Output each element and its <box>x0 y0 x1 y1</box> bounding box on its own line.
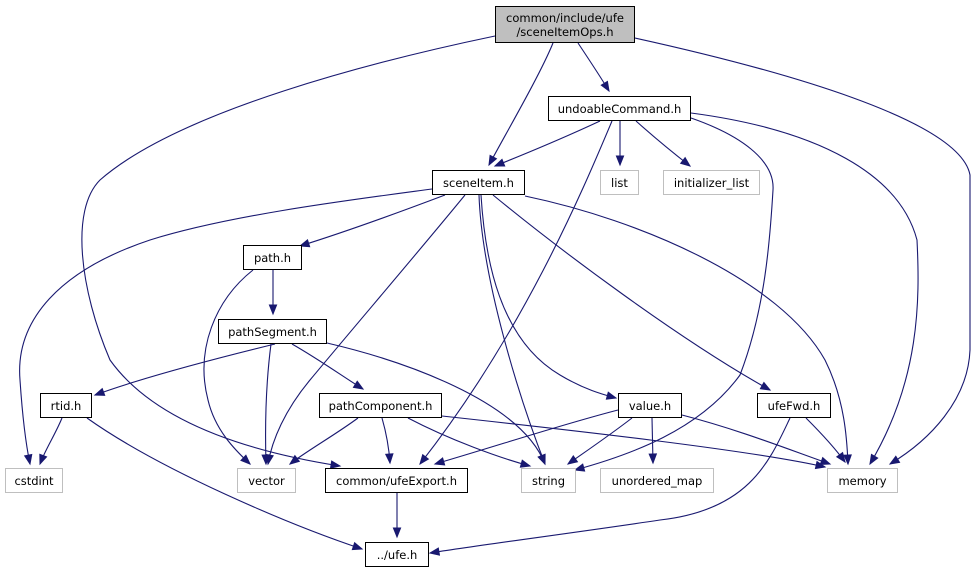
arrowhead-value-to-ufeExport <box>433 457 446 466</box>
arrowhead-sceneItem-to-ufeFwd <box>759 381 772 391</box>
node-value-h[interactable]: value.h <box>618 393 682 418</box>
arrowhead-undoableCommand-to-list <box>615 155 625 167</box>
edge-root-to-sceneItem <box>488 42 554 166</box>
node-sceneItemOps-h: common/include/ufe /sceneItemOps.h <box>495 6 635 43</box>
arrowhead-pathSegment-to-string <box>537 453 546 466</box>
arrowhead-pathComponent-to-string <box>519 459 532 468</box>
node-pathSegment-h[interactable]: pathSegment.h <box>218 319 327 344</box>
arrowhead-root-to-ufeExport <box>329 460 342 469</box>
edge-root-to-ufeExport <box>81 35 496 467</box>
edge-sceneItem-to-memory <box>524 195 849 465</box>
arrowhead-pathSegment-to-pathComponent <box>352 380 365 390</box>
arrowhead-path-to-vector <box>240 454 251 465</box>
node-vector: vector <box>237 468 296 493</box>
arrowhead-undoableCommand-to-memory <box>869 453 879 466</box>
edge-pathComponent-to-string <box>407 417 531 467</box>
edge-undoableCommand-to-memory <box>690 112 919 465</box>
edge-undoableCommand-to-ufeExport <box>419 120 613 465</box>
edge-root-to-memory <box>634 37 971 465</box>
arrowhead-undoableCommand-to-string <box>573 463 586 472</box>
arrowhead-root-to-sceneItem <box>488 154 498 167</box>
arrowhead-ufeExport-to-ufe <box>392 527 402 539</box>
edge-value-to-ufeExport <box>434 409 619 465</box>
arrowhead-value-to-memory <box>819 456 832 465</box>
edge-value-to-memory <box>681 414 831 465</box>
arrowhead-ufeFwd-to-memory <box>835 451 846 464</box>
node-list: list <box>600 170 639 195</box>
node-ufeFwd-h[interactable]: ufeFwd.h <box>757 393 831 418</box>
arrowhead-root-to-memory <box>888 455 901 465</box>
arrowhead-pathComponent-to-ufeExport <box>384 453 394 465</box>
edge-undoableCommand-to-sceneItem <box>494 120 601 167</box>
node-ufeExport-h[interactable]: common/ufeExport.h <box>325 468 468 493</box>
edge-sceneItem-to-path <box>299 194 446 247</box>
node-string: string <box>521 468 576 493</box>
arrowhead-rtid-to-ufe <box>351 541 364 551</box>
arrowhead-pathComponent-to-vector <box>288 454 301 465</box>
arrowhead-sceneItem-to-cstdint <box>23 453 33 466</box>
arrowhead-sceneItem-to-value <box>605 391 618 400</box>
node-unordered-map: unordered_map <box>600 468 714 493</box>
arrowhead-path-to-pathSegment <box>268 304 278 316</box>
edge-undoableCommand-to-string <box>574 117 774 471</box>
arrowhead-undoableCommand-to-ufeExport <box>419 453 430 466</box>
node-initializer-list: initializer_list <box>663 170 760 195</box>
edge-sceneItem-to-value <box>480 194 617 399</box>
arrowhead-undoableCommand-to-sceneItem <box>493 158 506 167</box>
arrowhead-undoableCommand-to-initializer_list <box>679 156 692 167</box>
arrowhead-pathSegment-to-rtid <box>93 387 106 396</box>
arrowhead-rtid-to-cstdint <box>39 453 48 466</box>
edge-undoableCommand-to-initializer_list <box>635 120 691 167</box>
node-path-h[interactable]: path.h <box>243 245 302 270</box>
edge-sceneItem-to-string <box>478 194 546 465</box>
node-memory: memory <box>827 468 898 493</box>
edge-pathSegment-to-string <box>326 342 546 465</box>
edge-path-to-vector <box>203 269 254 465</box>
arrowhead-ufeFwd-to-ufe <box>428 547 441 556</box>
edge-pathComponent-to-vector <box>289 417 359 465</box>
node-cstdint: cstdint <box>5 468 63 493</box>
edge-ufeFwd-to-ufe <box>429 417 791 554</box>
arrowhead-pathSegment-to-vector <box>261 454 271 466</box>
edge-value-to-string <box>567 417 633 465</box>
edge-sceneItem-to-ufeFwd <box>492 194 771 391</box>
edge-pathSegment-to-rtid <box>94 343 276 396</box>
arrowhead-root-to-undoableCommand <box>600 80 610 93</box>
edge-rtid-to-ufe <box>86 417 363 550</box>
node-sceneItem-h[interactable]: sceneItem.h <box>432 170 525 195</box>
node-rtid-h[interactable]: rtid.h <box>40 393 92 418</box>
edge-sceneItem-to-vector <box>267 194 466 465</box>
edge-pathComponent-to-memory <box>441 415 826 468</box>
node-undoableCommand-h[interactable]: undoableCommand.h <box>548 96 691 121</box>
node-pathComponent-h[interactable]: pathComponent.h <box>319 393 442 418</box>
edge-pathSegment-to-vector <box>264 343 272 465</box>
node-ufe-h[interactable]: ../ufe.h <box>365 542 429 567</box>
arrowhead-value-to-string <box>566 454 579 465</box>
arrowhead-sceneItem-to-path <box>298 239 311 248</box>
arrowhead-sceneItem-to-memory <box>843 454 852 466</box>
arrowhead-value-to-unordered_map <box>648 453 658 465</box>
edge-pathSegment-to-pathComponent <box>291 343 364 390</box>
edge-sceneItem-to-cstdint <box>19 188 433 465</box>
